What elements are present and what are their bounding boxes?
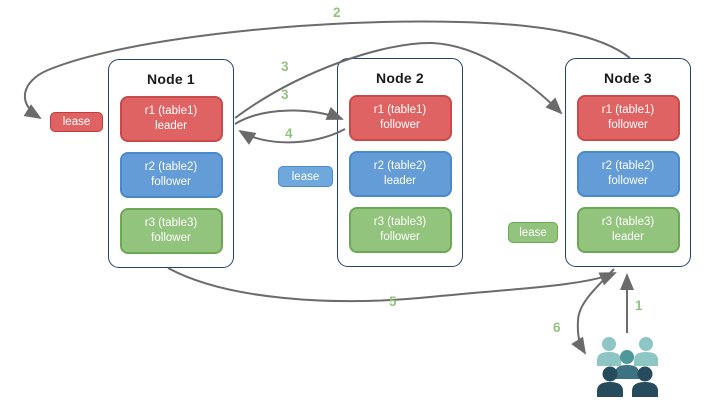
- replica-role: leader: [384, 175, 416, 187]
- node-2-box: Node 2 r1 (table1) follower r2 (table2) …: [337, 58, 463, 267]
- replica-name: r2 (table2): [601, 159, 655, 172]
- arrow-label-4: 4: [285, 126, 293, 141]
- users-group-icon: [597, 337, 658, 397]
- node-3-replica-r1: r1 (table1) follower: [576, 95, 680, 141]
- replica-name: r3 (table3): [373, 215, 427, 228]
- node-1-box: Node 1 r1 (table1) leader r2 (table2) fo…: [108, 59, 234, 268]
- arrow-3-to-node2: [234, 106, 344, 125]
- replica-role: follower: [608, 119, 648, 131]
- node-1-title: Node 1: [147, 71, 195, 87]
- arrow-label-2: 2: [333, 5, 341, 20]
- node-2-title: Node 2: [376, 70, 424, 86]
- node-2-replica-r1: r1 (table1) follower: [348, 95, 452, 141]
- arrow-label-1: 1: [635, 298, 643, 313]
- replica-role: follower: [151, 176, 191, 188]
- replica-name: r1 (table1): [373, 103, 427, 116]
- replica-name: r1 (table1): [601, 103, 655, 116]
- node-3-replica-r3: r3 (table3) leader: [576, 207, 680, 253]
- arrow-6: [571, 268, 615, 355]
- replica-role: follower: [380, 231, 420, 243]
- lease-chip-table1: lease: [50, 112, 103, 132]
- replica-name: r3 (table3): [144, 216, 198, 229]
- replica-role: leader: [155, 120, 187, 132]
- replica-name: r3 (table3): [601, 215, 655, 228]
- node-3-box: Node 3 r1 (table1) follower r2 (table2) …: [565, 58, 691, 267]
- lease-chip-table3: lease: [508, 222, 558, 243]
- node-3-replica-r2: r2 (table2) follower: [576, 151, 680, 197]
- node-2-replica-r3: r3 (table3) follower: [348, 207, 452, 253]
- node-1-replica-r2: r2 (table2) follower: [119, 152, 223, 198]
- node-1-replica-r3: r3 (table3) follower: [119, 208, 223, 254]
- arrow-label-3-upper: 3: [281, 59, 289, 74]
- replica-role: leader: [612, 231, 644, 243]
- replica-role: follower: [608, 175, 648, 187]
- node-1-replica-r1: r1 (table1) leader: [119, 96, 223, 142]
- replica-name: r2 (table2): [144, 160, 198, 173]
- replica-role: follower: [151, 232, 191, 244]
- node-3-title: Node 3: [604, 70, 652, 86]
- replica-role: follower: [380, 119, 420, 131]
- node-2-replica-r2: r2 (table2) leader: [348, 151, 452, 197]
- lease-chip-table2: lease: [278, 166, 333, 187]
- arrow-label-6: 6: [553, 320, 561, 335]
- arrow-label-5: 5: [389, 294, 397, 309]
- replica-name: r2 (table2): [373, 159, 427, 172]
- arrow-label-3-lower: 3: [281, 87, 289, 102]
- replica-name: r1 (table1): [144, 104, 198, 117]
